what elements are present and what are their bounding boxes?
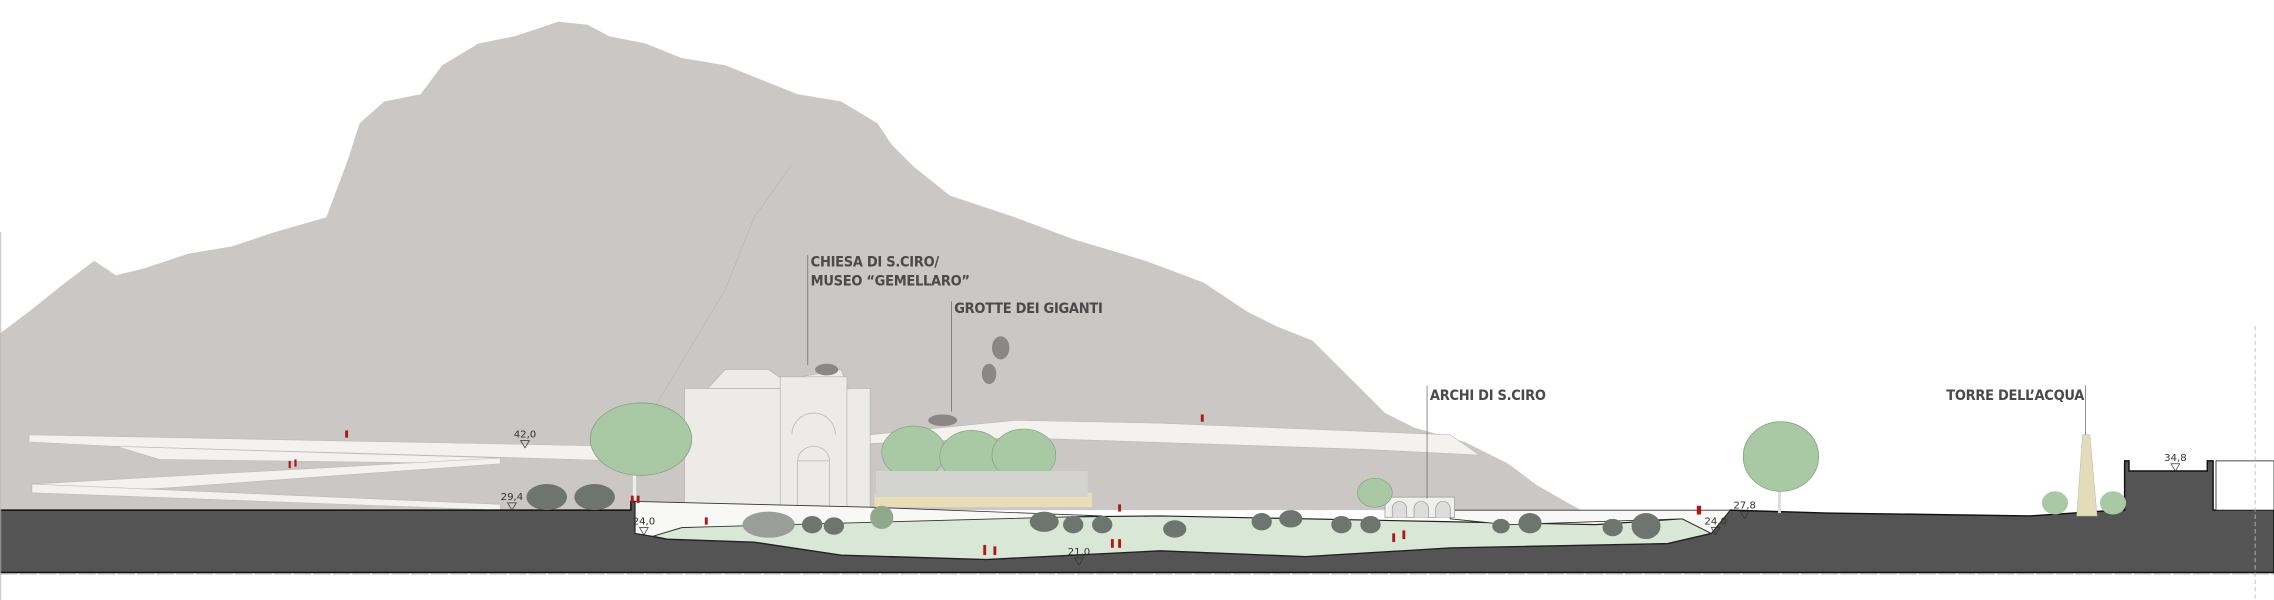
svg-text:27,8: 27,8	[1733, 501, 1756, 512]
shrubs	[526, 484, 1661, 540]
label-caves: GROTTE DEI GIGANTI	[954, 301, 1102, 317]
mountain-silhouette	[0, 21, 1581, 511]
svg-text:21,0: 21,0	[1068, 547, 1091, 558]
cave-rock	[981, 363, 997, 385]
arches-structure	[1384, 496, 1455, 518]
church-building	[684, 369, 871, 511]
cave-rock	[991, 336, 1010, 360]
label-tower: TORRE DELL’ACQUA	[1946, 388, 2085, 404]
right-building	[2215, 460, 2274, 511]
plaza-terrace-left	[634, 501, 1103, 537]
plaza-terrace-right	[1449, 509, 1732, 534]
elevation-marker: 27,8	[1733, 501, 1756, 520]
svg-text:42,0: 42,0	[514, 430, 537, 441]
tree	[1742, 421, 1819, 514]
label-church-line2: MUSEO “GEMELLARO”	[811, 274, 970, 290]
shrub	[2041, 491, 2069, 515]
water-tower	[2076, 434, 2098, 517]
people-figures	[288, 414, 1702, 556]
cave-rock	[928, 414, 958, 427]
tree	[589, 402, 693, 508]
mountain-trail	[637, 166, 791, 436]
elevation-marker: 21,0	[1068, 547, 1091, 566]
cave-rock	[815, 363, 839, 376]
tree-cluster	[875, 425, 1088, 498]
svg-text:24,0: 24,0	[633, 517, 656, 528]
svg-text:34,8: 34,8	[2164, 453, 2187, 464]
label-church-line1: CHIESA DI S.CIRO/	[811, 255, 940, 271]
shrub	[2099, 491, 2127, 515]
svg-text:24,0: 24,0	[1704, 517, 1727, 528]
elevation-marker: 34,8	[2164, 453, 2187, 472]
elevation-marker: 24,0	[633, 517, 656, 536]
elevation-marker: 29,4	[501, 492, 524, 511]
label-arches: ARCHI DI S.CIRO	[1430, 388, 1546, 404]
elevation-marker: 42,0	[514, 430, 537, 449]
svg-text:29,4: 29,4	[501, 492, 524, 503]
tree	[1357, 477, 1393, 508]
elevation-marker: 24,0	[1704, 517, 1727, 536]
